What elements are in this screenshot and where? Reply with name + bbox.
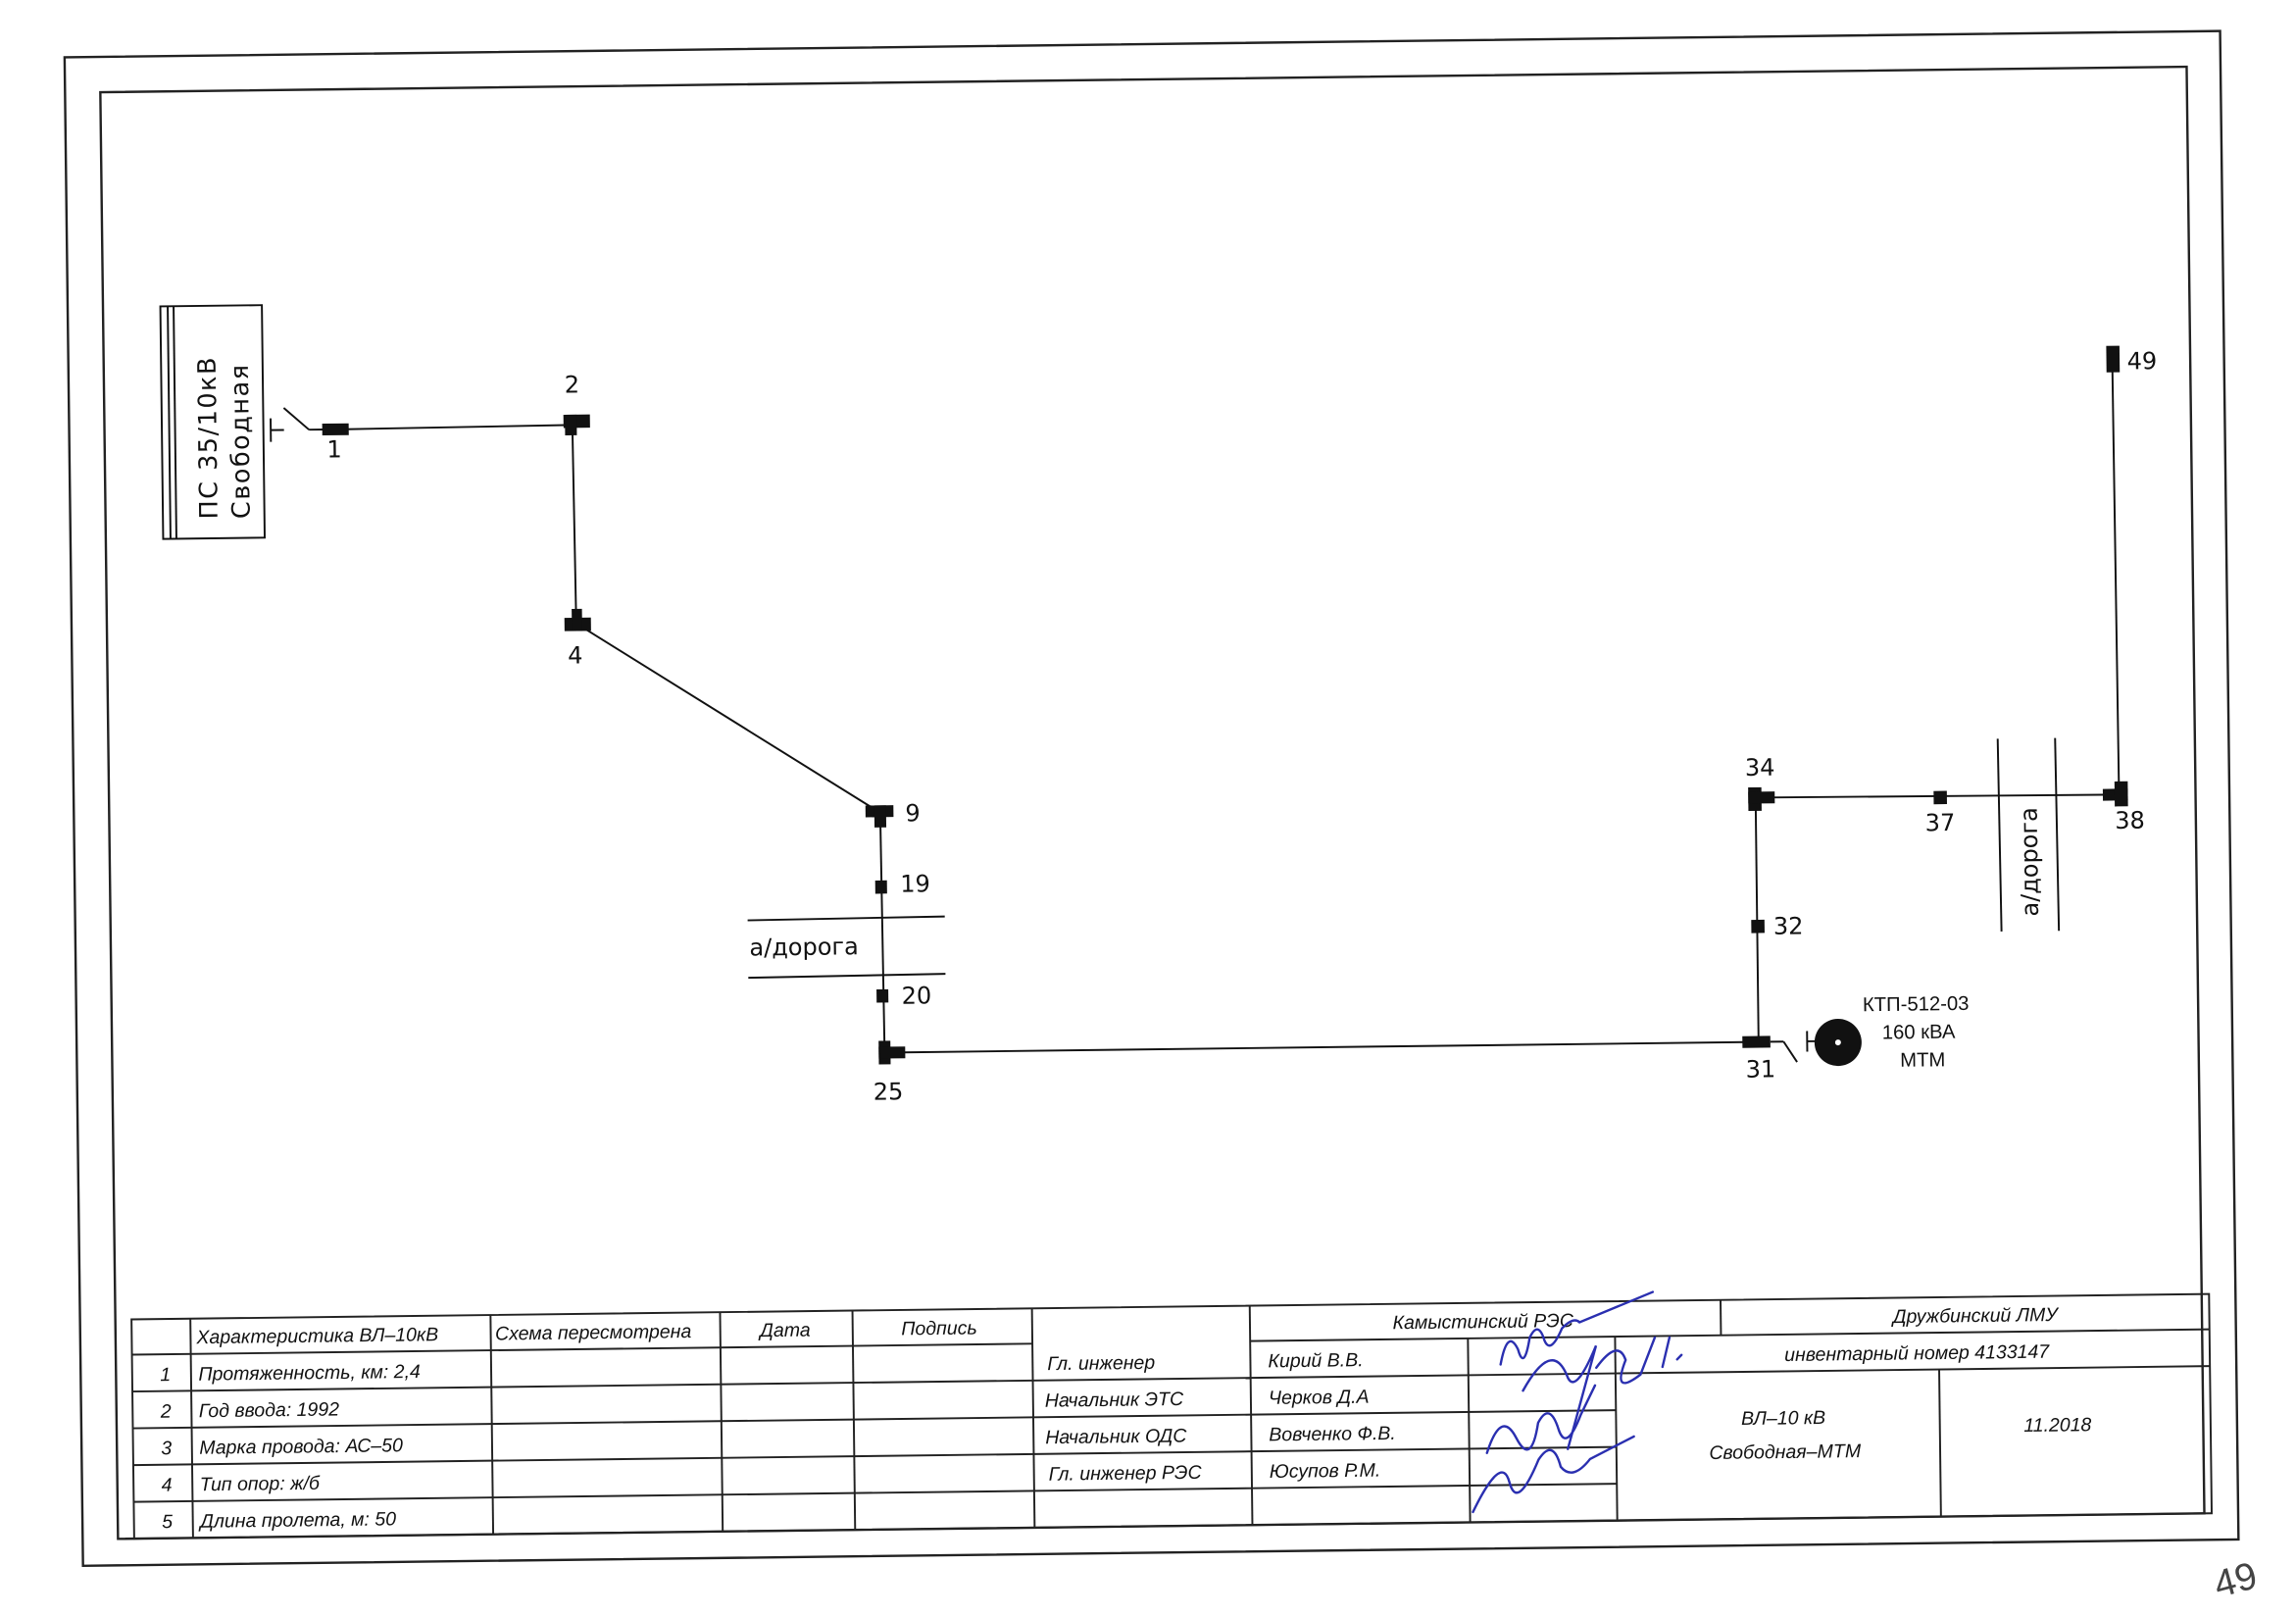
row-number: 4 bbox=[162, 1475, 173, 1496]
disconnector-switch-icon bbox=[270, 407, 325, 442]
road-label-1: а/дорога bbox=[749, 933, 859, 961]
staff-role: Начальник ОДС bbox=[1045, 1425, 1187, 1448]
header-characteristic: Характеристика ВЛ–10кВ bbox=[195, 1324, 438, 1348]
transformer-switch-icon bbox=[1770, 1031, 1818, 1063]
pole-25[interactable] bbox=[878, 1040, 906, 1065]
pole-37[interactable] bbox=[1933, 790, 1947, 805]
staff-name: Юсупов Р.М. bbox=[1270, 1460, 1381, 1483]
power-line bbox=[345, 359, 2121, 1054]
pole-20-label: 20 bbox=[901, 982, 931, 1009]
pole-49-label: 49 bbox=[2126, 347, 2157, 375]
date-value: 11.2018 bbox=[2023, 1414, 2091, 1437]
row-number: 2 bbox=[160, 1401, 172, 1423]
staff-name: Кирий В.В. bbox=[1268, 1349, 1363, 1372]
pole-9-label: 9 bbox=[905, 799, 921, 827]
outer-border bbox=[63, 29, 2240, 1568]
pole-25-label: 25 bbox=[873, 1078, 904, 1105]
staff-role: Гл. инженер РЭС bbox=[1049, 1462, 1203, 1486]
title-block bbox=[130, 1292, 2213, 1540]
inner-frame bbox=[99, 65, 2206, 1540]
row-number: 3 bbox=[161, 1438, 172, 1459]
handwritten-signatures bbox=[1472, 1290, 1683, 1514]
transformer-name: КТП-512-03 bbox=[1863, 993, 1970, 1016]
line-name-1: ВЛ–10 кВ bbox=[1741, 1407, 1825, 1430]
header-reviewed: Схема пересмотрена bbox=[495, 1321, 692, 1344]
substation-box: ПС 35/10кВ Свободная bbox=[159, 304, 266, 540]
transformer-icon[interactable] bbox=[1814, 1019, 1863, 1067]
road-label-2: а/дорога bbox=[2016, 807, 2044, 917]
pole-2-label: 2 bbox=[565, 371, 580, 398]
pole-9[interactable] bbox=[865, 805, 894, 828]
transformer-owner: МТМ bbox=[1900, 1049, 1945, 1072]
pole-4-label: 4 bbox=[568, 641, 583, 669]
staff-name: Вовченко Ф.В. bbox=[1269, 1423, 1396, 1446]
pole-31-label: 31 bbox=[1745, 1055, 1775, 1083]
header-date: Дата bbox=[758, 1320, 811, 1342]
staff-role: Начальник ЭТС bbox=[1045, 1389, 1184, 1412]
pole-34-label: 34 bbox=[1745, 754, 1775, 782]
pole-1[interactable] bbox=[322, 423, 349, 436]
line-name-2: Свободная–МТМ bbox=[1709, 1440, 1862, 1464]
pole-20[interactable] bbox=[876, 988, 889, 1003]
pole-37-label: 37 bbox=[1925, 809, 1956, 836]
inventory-number: инвентарный номер 4133147 bbox=[1784, 1341, 2050, 1366]
pole-31[interactable] bbox=[1742, 1035, 1771, 1048]
pole-49[interactable] bbox=[2106, 345, 2121, 373]
page-number: 49 bbox=[2210, 1554, 2262, 1606]
row-text: Тип опор: ж/б bbox=[200, 1473, 321, 1496]
org-res: Камыстинский РЭС bbox=[1392, 1310, 1573, 1334]
pole-4[interactable] bbox=[564, 608, 591, 631]
pole-38[interactable] bbox=[2102, 781, 2128, 807]
row-text: Марка провода: АС–50 bbox=[199, 1435, 403, 1459]
header-signature: Подпись bbox=[901, 1317, 977, 1339]
pole-32-label: 32 bbox=[1773, 912, 1804, 939]
row-text: Год ввода: 1992 bbox=[199, 1398, 340, 1422]
transformer-power: 160 кВА bbox=[1882, 1022, 1956, 1044]
row-text: Длина пролета, м: 50 bbox=[198, 1508, 396, 1532]
row-number: 5 bbox=[162, 1511, 173, 1533]
road-crossing-1: а/дорога bbox=[747, 915, 946, 980]
substation-voltage: ПС 35/10кВ bbox=[193, 356, 225, 520]
row-number: 1 bbox=[160, 1364, 171, 1386]
row-text: Протяженность, км: 2,4 bbox=[198, 1361, 421, 1386]
pole-19[interactable] bbox=[874, 880, 887, 894]
road-crossing-2: а/дорога bbox=[1996, 737, 2061, 932]
pole-19-label: 19 bbox=[900, 870, 930, 897]
staff-role: Гл. инженер bbox=[1047, 1352, 1155, 1375]
pole-32[interactable] bbox=[1751, 919, 1765, 934]
org-lmu: Дружбинский ЛМУ bbox=[1891, 1304, 2061, 1328]
pole-34[interactable] bbox=[1748, 786, 1775, 812]
staff-rows: Гл. инженер Кирий В.В. Начальник ЭТС Чер… bbox=[1045, 1349, 1396, 1486]
characteristics-rows: 1 Протяженность, км: 2,4 2 Год ввода: 19… bbox=[160, 1361, 421, 1533]
substation-name: Свободная bbox=[225, 363, 257, 519]
pole-1-label: 1 bbox=[326, 435, 342, 463]
staff-name: Черков Д.А bbox=[1269, 1387, 1370, 1409]
pole-2[interactable] bbox=[563, 414, 590, 436]
pole-38-label: 38 bbox=[2115, 807, 2145, 834]
